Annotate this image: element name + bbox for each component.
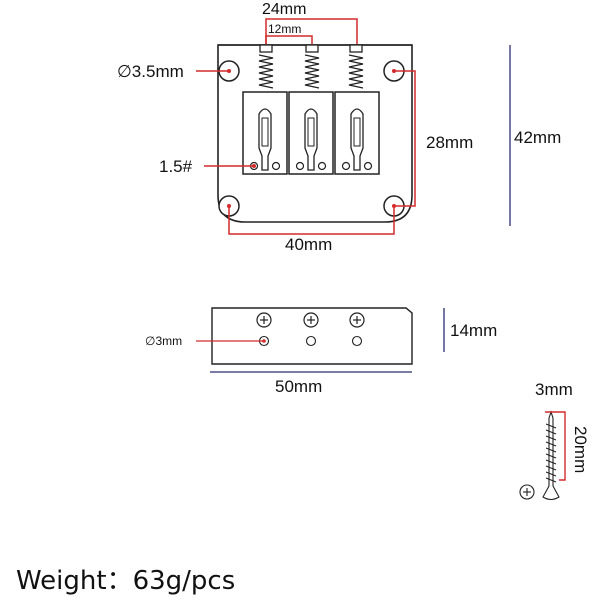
- side-screw-1: [256, 312, 272, 328]
- intonation-spring-1: [258, 44, 274, 89]
- label-28mm: 28mm: [426, 133, 473, 152]
- intonation-spring-3: [348, 44, 364, 89]
- saddle-1: [242, 91, 288, 175]
- intonation-spring-2: [304, 44, 320, 89]
- weight-caption: Weight：63g/pcs: [16, 566, 236, 596]
- bridge-top-view: [196, 18, 511, 235]
- label-hole-3: ∅3mm: [145, 334, 182, 348]
- string-hole-2: [305, 335, 317, 347]
- side-screw-3: [349, 312, 365, 328]
- side-screw-2: [303, 312, 319, 328]
- label-14mm: 14mm: [450, 321, 497, 340]
- label-screw-3mm: 3mm: [535, 380, 573, 399]
- saddle-2: [288, 91, 334, 175]
- label-saddle-screw: 1.5#: [159, 157, 193, 176]
- string-hole-3: [351, 335, 363, 347]
- label-24mm: 24mm: [262, 1, 306, 18]
- label-hole-35: ∅3.5mm: [117, 62, 184, 81]
- label-screw-20mm: 20mm: [571, 426, 590, 473]
- mounting-screw: [519, 410, 566, 501]
- saddle-3: [334, 91, 380, 175]
- label-42mm: 42mm: [514, 128, 561, 147]
- label-40mm: 40mm: [285, 235, 332, 254]
- dimension-lines-top: [196, 18, 416, 235]
- bridge-side-view: [196, 307, 445, 373]
- label-12mm: 12mm: [268, 22, 301, 36]
- label-50mm: 50mm: [275, 377, 322, 396]
- screw-head-icon: [519, 484, 535, 500]
